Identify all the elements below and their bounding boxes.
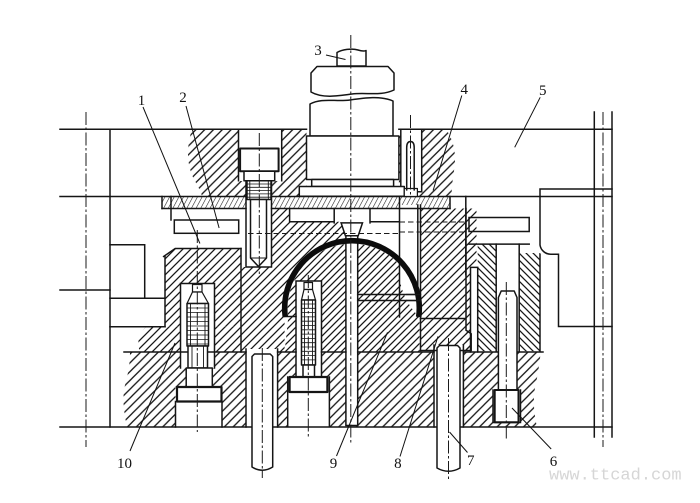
svg-text:www.ttcad.com: www.ttcad.com xyxy=(549,467,682,486)
svg-text:10: 10 xyxy=(117,456,132,472)
svg-text:9: 9 xyxy=(330,456,338,472)
svg-text:8: 8 xyxy=(394,456,402,472)
svg-text:7: 7 xyxy=(467,453,475,469)
svg-text:4: 4 xyxy=(461,82,469,98)
svg-text:2: 2 xyxy=(179,90,187,106)
svg-text:3: 3 xyxy=(314,43,322,59)
svg-text:1: 1 xyxy=(138,93,146,109)
svg-text:6: 6 xyxy=(550,454,558,470)
svg-text:5: 5 xyxy=(539,83,547,99)
